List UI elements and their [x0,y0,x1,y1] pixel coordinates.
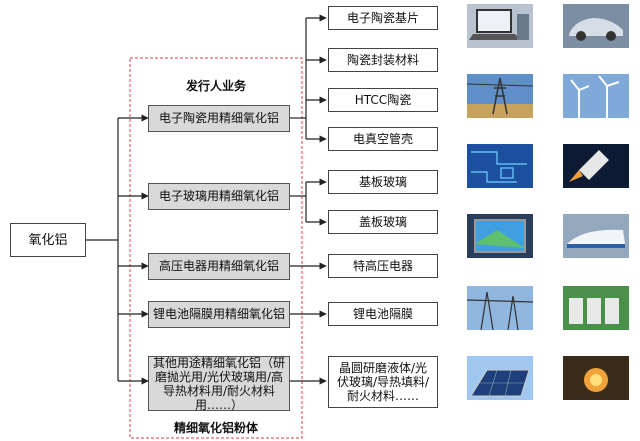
app-label: 电真空管壳 [352,131,413,146]
app-label: 陶瓷封装材料 [346,52,419,67]
furnace-icon [563,356,629,400]
power-tower-icon [467,74,533,118]
app-node: 特高压电器 [328,254,438,278]
root-node: 氧化铝 [10,223,86,257]
app-node: 电真空管壳 [328,127,438,151]
app-node: HTCC陶瓷 [328,88,438,112]
business-node-electronic-glass: 电子玻璃用精细氧化铝 [148,183,290,210]
app-label: 盖板玻璃 [358,214,407,229]
app-label: 特高压电器 [352,258,413,273]
group-footer: 精细氧化铝粉体 [173,421,258,435]
business-group-border [129,57,303,439]
business-label: 其他用途精细氧化铝（研磨抛光用/光伏玻璃用/高导热材料用/耐火材料用……） [153,355,286,412]
app-label: 锂电池隔膜 [352,306,413,321]
app-label: 基板玻璃 [358,174,407,189]
app-label: 电子陶瓷基片 [346,10,419,25]
laptop-icon [467,4,533,48]
wind-turbine-icon [563,74,629,118]
business-label: 电子玻璃用精细氧化铝 [158,189,279,203]
app-node: 电子陶瓷基片 [328,6,438,30]
root-label: 氧化铝 [28,232,68,248]
business-node-high-voltage: 高压电器用精细氧化铝 [148,253,290,280]
car-icon [563,4,629,48]
battery-station-icon [563,286,629,330]
app-label: 晶圆研磨液体/光伏玻璃/导热填料/耐火材料…… [336,361,430,403]
circuit-board-icon [467,144,533,188]
solar-panel-icon [467,356,533,400]
app-node: 基板玻璃 [328,170,438,194]
display-screen-icon [467,214,533,258]
app-node: 锂电池隔膜 [328,302,438,326]
rocket-icon [563,144,629,188]
business-node-other: 其他用途精细氧化铝（研磨抛光用/光伏玻璃用/高导热材料用/耐火材料用……） [148,355,290,412]
business-label: 锂电池隔膜用精细氧化铝 [152,307,285,321]
business-node-lithium-separator: 锂电池隔膜用精细氧化铝 [148,301,290,328]
transmission-tower-icon [467,286,533,330]
app-node: 陶瓷封装材料 [328,48,438,72]
group-title: 发行人业务 [185,79,246,93]
app-node: 盖板玻璃 [328,210,438,234]
business-label: 电子陶瓷用精细氧化铝 [158,111,279,125]
business-node-electronic-ceramics: 电子陶瓷用精细氧化铝 [148,105,290,132]
app-node: 晶圆研磨液体/光伏玻璃/导热填料/耐火材料…… [328,356,438,408]
high-speed-train-icon [563,214,629,258]
business-label: 高压电器用精细氧化铝 [158,259,279,273]
app-label: HTCC陶瓷 [354,92,412,107]
